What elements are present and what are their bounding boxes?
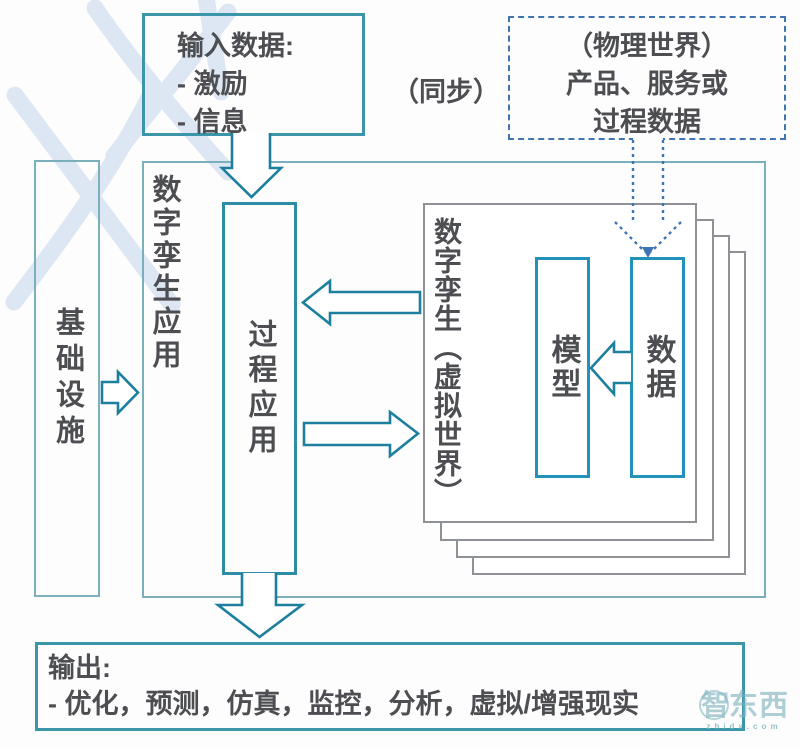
model-box: 模型 bbox=[535, 257, 590, 478]
infrastructure-box: 基础设施 bbox=[34, 160, 100, 597]
physical-world-line2: 产品、服务或 bbox=[566, 69, 728, 99]
output-title: 输出: bbox=[48, 653, 111, 683]
brand-watermark-text: 智东西 bbox=[688, 690, 800, 721]
model-label: 模型 bbox=[546, 333, 580, 402]
input-data-box: 输入数据: - 激励 - 信息 bbox=[142, 13, 365, 137]
output-items: - 优化，预测，仿真，监控，分析，虚拟/增强现实 bbox=[48, 689, 639, 719]
process-application-box: 过程应用 bbox=[222, 202, 297, 575]
physical-world-box: （物理世界） 产品、服务或 过程数据 bbox=[508, 16, 786, 140]
input-data-title: 输入数据: bbox=[177, 31, 294, 61]
brand-watermark: 智东西 zhidx.com bbox=[688, 690, 800, 731]
digital-twin-application-container bbox=[142, 161, 766, 598]
process-application-label: 过程应用 bbox=[244, 318, 276, 459]
sync-label: （同步） bbox=[392, 77, 500, 107]
physical-world-title: （物理世界） bbox=[566, 31, 728, 61]
digital-twin-application-label: 数字孪生应用 bbox=[148, 174, 180, 372]
virtual-world-label: 数字孪生（虚拟世界） bbox=[431, 217, 462, 507]
output-box: 输出: - 优化，预测，仿真，监控，分析，虚拟/增强现实 bbox=[35, 642, 745, 731]
infrastructure-label: 基础设施 bbox=[51, 306, 84, 451]
input-data-item-information: - 信息 bbox=[177, 107, 248, 137]
brand-watermark-rest: 东西 bbox=[728, 690, 789, 722]
brand-watermark-subtext: zhidx.com bbox=[706, 722, 782, 731]
brand-watermark-circle-char: 智 bbox=[698, 690, 731, 722]
data-box: 数据 bbox=[630, 257, 685, 478]
input-data-item-stimulus: - 激励 bbox=[177, 69, 248, 99]
physical-world-line3: 过程数据 bbox=[593, 107, 701, 137]
data-label: 数据 bbox=[641, 333, 675, 402]
